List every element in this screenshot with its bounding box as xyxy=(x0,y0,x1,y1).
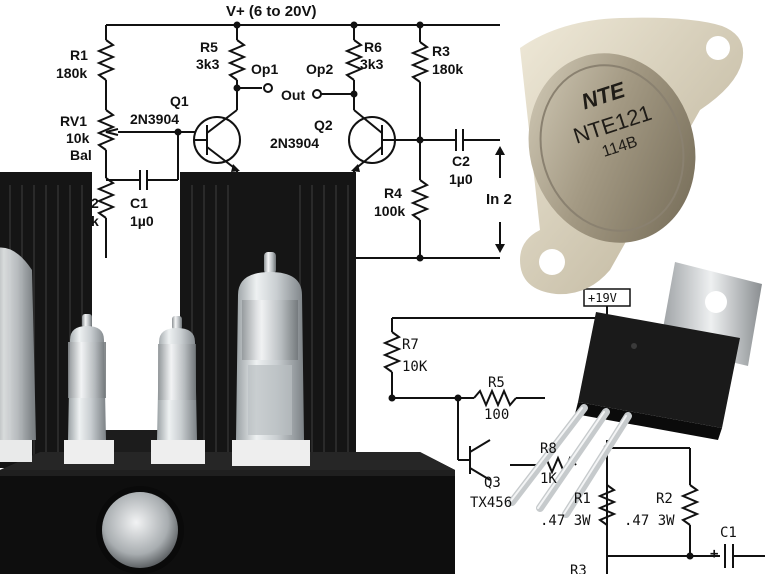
r3-value: 180k xyxy=(432,61,464,77)
r1-value: 180k xyxy=(56,65,88,81)
supply-label: V+ (6 to 20V) xyxy=(226,3,317,20)
r7-ref: R7 xyxy=(402,337,419,353)
r3-bottom-partial: R3 xyxy=(570,563,587,574)
r1-bottom-value: .47 3W xyxy=(540,513,591,529)
r8-value: 1K xyxy=(540,471,557,487)
q1-ref: Q1 xyxy=(170,93,189,109)
power-tube-left xyxy=(0,247,36,462)
c2-ref: C2 xyxy=(452,153,470,169)
r6-ref: R6 xyxy=(364,39,382,55)
tube-amplifier xyxy=(0,172,455,574)
op2-label: Op2 xyxy=(306,61,334,77)
c1-polarity: + xyxy=(710,546,719,562)
preamp-tube-2 xyxy=(151,316,205,464)
r1-bottom-ref: R1 xyxy=(574,491,591,507)
rv1-value: 10k xyxy=(66,130,90,146)
rv1-note: Bal xyxy=(70,147,92,163)
r2-bottom-value: .47 3W xyxy=(624,513,675,529)
r6-value: 3k3 xyxy=(360,56,384,72)
q2-ref: Q2 xyxy=(314,117,333,133)
volume-knob xyxy=(102,492,178,568)
c2-value: 1µ0 xyxy=(449,171,473,187)
out-label: Out xyxy=(281,87,306,103)
top-schematic-junctions xyxy=(174,21,505,262)
power-tube-right xyxy=(232,252,310,466)
r4-value: 100k xyxy=(374,203,406,219)
bottom-schematic-wires xyxy=(382,288,765,574)
r2-bottom-ref: R2 xyxy=(656,491,673,507)
r5-bottom-value: 100 xyxy=(484,407,510,423)
supply-19v-label: +19V xyxy=(588,291,617,305)
rv1-ref: RV1 xyxy=(60,113,87,129)
r3-ref: R3 xyxy=(432,43,450,59)
to220-transistor-photo xyxy=(508,262,762,518)
partial-value: k xyxy=(91,213,99,229)
r5-ref: R5 xyxy=(200,39,218,55)
c1-bottom-ref: C1 xyxy=(720,525,737,541)
op1-label: Op1 xyxy=(251,61,279,77)
r5-value: 3k3 xyxy=(196,56,220,72)
q3-ref: Q3 xyxy=(484,475,501,491)
in2-label: In 2 xyxy=(486,191,512,208)
c1-value: 1µ0 xyxy=(130,213,154,229)
r5-bottom-ref: R5 xyxy=(488,375,505,391)
r1-ref: R1 xyxy=(70,47,88,63)
r8-ref: R8 xyxy=(540,441,557,457)
r4-ref: R4 xyxy=(384,185,402,201)
q1-part: 2N3904 xyxy=(130,111,180,127)
q2-part: 2N3904 xyxy=(270,135,320,151)
partial-ref: 2 xyxy=(91,195,99,211)
c1-ref: C1 xyxy=(130,195,148,211)
r7-value: 10K xyxy=(402,359,428,375)
q3-part: TX456 xyxy=(470,495,513,511)
preamp-tube-1 xyxy=(64,314,114,464)
to3-transistor-photo xyxy=(520,17,744,295)
